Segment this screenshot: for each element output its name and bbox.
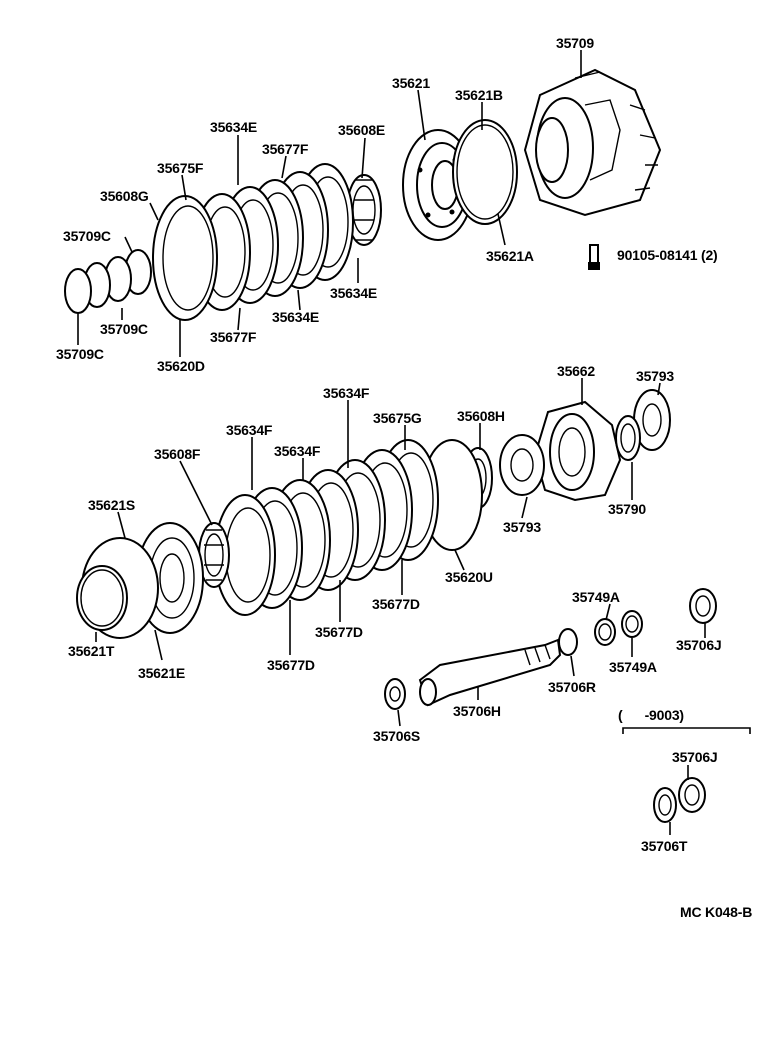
label-35677F-b: 35677F: [210, 329, 257, 345]
label-35634E-b1: 35634E: [330, 285, 377, 301]
label-35621A: 35621A: [486, 248, 534, 264]
part-90105-bolt: [588, 244, 600, 270]
label-35608G: 35608G: [100, 188, 149, 204]
part-35790-bearing: [615, 415, 641, 461]
date-bracket: [622, 727, 751, 734]
upper-clutch-pack: [152, 163, 354, 321]
leader-lines: [77, 50, 706, 835]
label-35749A-bot: 35749A: [609, 659, 657, 675]
label-35621S: 35621S: [88, 497, 135, 513]
label-35608E: 35608E: [338, 122, 385, 138]
label-35706R: 35706R: [548, 679, 596, 695]
label-35608F: 35608F: [154, 446, 201, 462]
label-35709C-a: 35709C: [63, 228, 111, 244]
part-35621B-oring: [452, 119, 518, 225]
label-9003: ( -9003): [618, 707, 684, 723]
label-35620U: 35620U: [445, 569, 493, 585]
label-35608H: 35608H: [457, 408, 505, 424]
part-labels: 35709 35621 35621B 35634E 35608E 35677F …: [56, 35, 752, 920]
part-35793-washers: [499, 389, 671, 496]
label-35675F: 35675F: [157, 160, 204, 176]
part-35709-drum: [523, 68, 662, 217]
label-35677F-top: 35677F: [262, 141, 309, 157]
label-35662: 35662: [557, 363, 595, 379]
label-35621B: 35621B: [455, 87, 503, 103]
part-35662-carrier: [533, 400, 622, 502]
label-35621E: 35621E: [138, 665, 185, 681]
label-35621: 35621: [392, 75, 430, 91]
part-35706H-shaft: [418, 638, 562, 707]
label-35634E-b2: 35634E: [272, 309, 319, 325]
label-35634F-mid: 35634F: [226, 422, 273, 438]
label-35620D: 35620D: [157, 358, 205, 374]
label-35621T: 35621T: [68, 643, 115, 659]
part-35621S-T-orings: [76, 537, 159, 639]
label-35634F-top: 35634F: [323, 385, 370, 401]
label-35793-bot: 35793: [503, 519, 541, 535]
label-35677D-c: 35677D: [267, 657, 315, 673]
label-35790: 35790: [608, 501, 646, 517]
label-35677D-b: 35677D: [315, 624, 363, 640]
part-small-washers: [384, 588, 717, 823]
part-35709C-rings: [64, 249, 152, 314]
label-35675G: 35675G: [373, 410, 422, 426]
label-35706T: 35706T: [641, 838, 688, 854]
label-35706J-bot: 35706J: [672, 749, 718, 765]
label-35677D-a: 35677D: [372, 596, 420, 612]
part-35608E-bearing: [346, 174, 382, 246]
label-90105: 90105-08141 (2): [617, 247, 718, 263]
label-35709C-c: 35709C: [56, 346, 104, 362]
label-35706J-top: 35706J: [676, 637, 722, 653]
reference-code: MC K048-B: [680, 904, 752, 920]
label-35634F-low: 35634F: [274, 443, 321, 459]
label-35634E-top: 35634E: [210, 119, 257, 135]
label-35706H: 35706H: [453, 703, 501, 719]
label-35793-top: 35793: [636, 368, 674, 384]
label-35709C-b: 35709C: [100, 321, 148, 337]
label-35706S: 35706S: [373, 728, 420, 744]
label-35709: 35709: [556, 35, 594, 51]
lower-clutch-pack: [214, 439, 439, 616]
label-35749A-top: 35749A: [572, 589, 620, 605]
